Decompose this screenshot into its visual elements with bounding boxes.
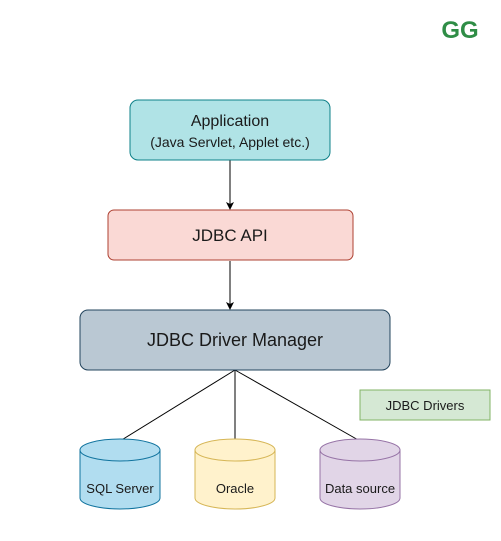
application-subtitle: (Java Servlet, Applet etc.) xyxy=(150,134,310,150)
database-label: Oracle xyxy=(216,481,254,496)
database-cylinder-icon xyxy=(79,450,161,510)
jdbc-drivers-box xyxy=(359,389,491,421)
driver-manager-label: JDBC Driver Manager xyxy=(147,330,323,350)
edge-manager-to-datasource xyxy=(234,369,361,442)
jdbc-api-box xyxy=(107,209,354,261)
database-label: SQL Server xyxy=(86,481,154,496)
database-cylinder-top xyxy=(319,438,401,462)
application-box xyxy=(129,99,331,161)
jdbc-api-node: JDBC API xyxy=(107,209,354,261)
application-node: Application (Java Servlet, Applet etc.) xyxy=(129,99,331,161)
edge-manager-to-sqlserver xyxy=(119,369,236,442)
jdbc-drivers-legend: JDBC Drivers xyxy=(359,389,491,421)
database-label: Data source xyxy=(325,481,395,496)
application-title: Application xyxy=(191,113,269,130)
database-sqlserver: SQL Server xyxy=(79,438,161,510)
database-oracle: Oracle xyxy=(194,438,276,510)
database-cylinder-top xyxy=(194,438,276,462)
jdbc-api-label: JDBC API xyxy=(192,226,268,245)
database-datasource: Data source xyxy=(319,438,401,510)
database-cylinder-icon xyxy=(319,450,401,510)
logo-text: GG xyxy=(441,17,478,44)
database-cylinder-top xyxy=(79,438,161,462)
jdbc-drivers-label: JDBC Drivers xyxy=(386,398,465,413)
driver-manager-node: JDBC Driver Manager xyxy=(79,309,391,371)
database-cylinder-icon xyxy=(194,450,276,510)
driver-manager-box xyxy=(79,309,391,371)
gfg-logo-icon: GG xyxy=(441,17,478,44)
